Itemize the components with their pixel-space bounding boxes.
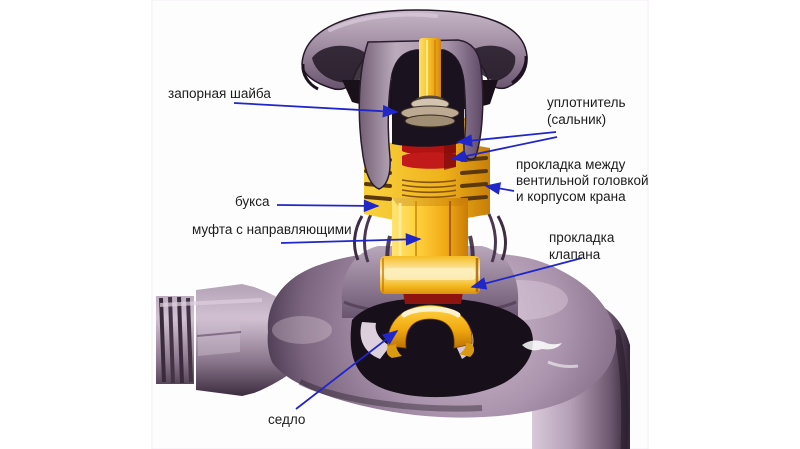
label-text: запорная шайба xyxy=(168,86,271,101)
leader-buksa xyxy=(276,199,380,213)
label-text: (сальник) xyxy=(547,111,607,127)
leader-uplotnitel-1 xyxy=(456,131,557,147)
label-text: вентильной головкой xyxy=(516,173,649,188)
leader-prokladka-golovki xyxy=(484,182,515,195)
label-sedlo: седло xyxy=(268,412,305,429)
leader-sedlo xyxy=(295,330,399,410)
spindle-threads xyxy=(401,179,459,199)
label-text: букса xyxy=(235,194,270,209)
packing-nut xyxy=(380,256,480,294)
label-text: прокладка xyxy=(549,230,615,245)
label-prokladka-golovki: прокладка между вентильной головкой и ко… xyxy=(516,157,649,205)
leader-zapornaya-shayba xyxy=(233,102,399,118)
label-text: муфта с направляющими xyxy=(192,222,352,237)
leader-prokladka-klapana xyxy=(470,257,583,290)
leader-lines xyxy=(233,102,583,410)
stop-washers xyxy=(400,95,460,128)
label-text: прокладка между xyxy=(516,157,626,172)
label-buksa: букса xyxy=(235,194,270,211)
mufta-hex-coupling xyxy=(392,198,468,262)
spindle-stem xyxy=(419,38,441,108)
label-prokladka-klapana: прокладка клапана xyxy=(549,230,614,263)
label-zapornaya-shayba: запорная шайба xyxy=(168,86,271,103)
label-text: и корпусом крана xyxy=(516,189,626,204)
label-mufta: муфта с направляющими xyxy=(192,222,352,239)
label-uplotnitel-salnik: уплотнитель (сальник) xyxy=(547,95,625,128)
label-text: клапана xyxy=(549,246,601,262)
valve-seat xyxy=(386,304,475,358)
label-text: уплотнитель xyxy=(547,95,626,110)
label-text: седло xyxy=(268,412,306,427)
leader-mufta xyxy=(280,233,422,246)
leader-uplotnitel-2 xyxy=(450,136,558,163)
